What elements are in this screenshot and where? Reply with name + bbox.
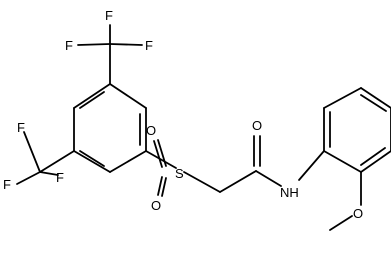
atom-labels: F F F F F F O S O O NH O — [3, 8, 363, 221]
atom-label-o-methoxy: O — [353, 206, 363, 221]
bond — [255, 170, 282, 187]
bond — [73, 150, 111, 173]
atom-label-s: S — [175, 166, 184, 181]
bond — [329, 215, 353, 231]
bond — [109, 150, 147, 173]
bond — [360, 150, 391, 173]
atom-label-f2: F — [65, 38, 73, 53]
bond — [360, 87, 391, 109]
bond — [298, 150, 325, 181]
atom-label-f3: F — [145, 38, 153, 53]
atom-label-f1: F — [105, 8, 113, 23]
atom-label-o-carbonyl: O — [252, 118, 262, 133]
atom-label-nh: NH — [280, 185, 299, 200]
bond — [219, 170, 257, 193]
atom-label-f4: F — [17, 120, 25, 135]
bond — [16, 171, 41, 185]
bond — [157, 176, 163, 196]
bond — [145, 150, 177, 169]
bond — [23, 131, 41, 173]
atom-label-o-sulfonyl-1: O — [146, 123, 156, 138]
atom-label-f6: F — [56, 170, 64, 185]
bond — [323, 150, 362, 173]
atom-label-o-sulfonyl-2: O — [151, 198, 161, 213]
bond — [73, 83, 111, 109]
bond — [323, 87, 362, 109]
bond — [183, 171, 221, 193]
bond — [157, 139, 167, 167]
bond-double-inner — [79, 150, 105, 167]
bond — [39, 150, 75, 173]
bond-double-inner — [360, 147, 386, 166]
bond — [161, 177, 167, 197]
bonds — [16, 24, 391, 231]
bond — [109, 43, 143, 46]
bond-double-inner — [360, 94, 387, 112]
atom-label-f5: F — [3, 177, 11, 192]
bond — [153, 140, 163, 168]
bond — [77, 43, 111, 46]
bond — [109, 83, 147, 109]
bond-double-inner — [79, 91, 105, 109]
bond — [39, 171, 59, 176]
